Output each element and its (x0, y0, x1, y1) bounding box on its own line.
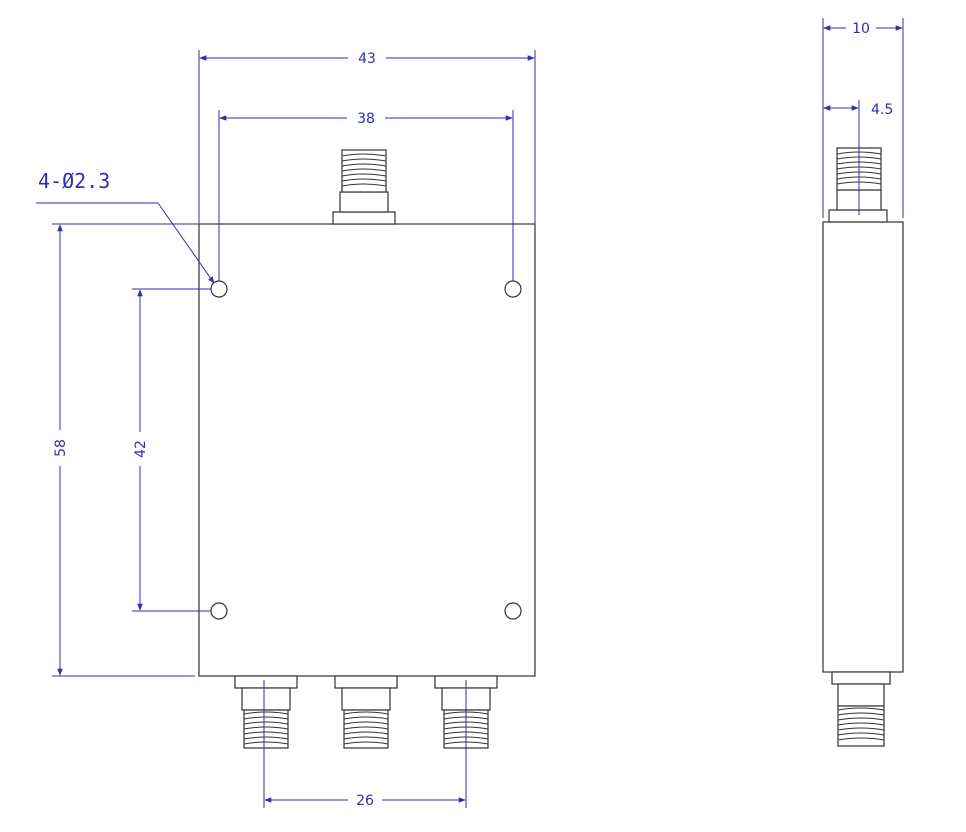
dim-depth-10: 10 (852, 21, 870, 37)
dim-connector-offset-4-5: 4.5 (871, 102, 893, 118)
dim-port-spacing-26: 26 (356, 793, 374, 809)
input-connector-top (332, 149, 396, 225)
dimension-lines (36, 18, 904, 808)
front-body (198, 223, 536, 677)
dim-hole-spacing-38: 38 (357, 111, 375, 127)
mounting-hole-bottom-right (504, 602, 522, 620)
output-connector-1 (234, 675, 298, 749)
front-view (198, 149, 536, 749)
side-body (822, 221, 904, 673)
side-view (822, 147, 904, 747)
hole-callout-label: 4-Ø2.3 (38, 169, 110, 193)
side-connector-bottom (831, 671, 891, 747)
output-connector-2 (334, 675, 398, 749)
dim-hole-spacing-42: 42 (133, 440, 149, 458)
dim-height-58: 58 (53, 439, 69, 457)
dim-width-43: 43 (358, 51, 376, 67)
side-connector-top (828, 147, 888, 223)
